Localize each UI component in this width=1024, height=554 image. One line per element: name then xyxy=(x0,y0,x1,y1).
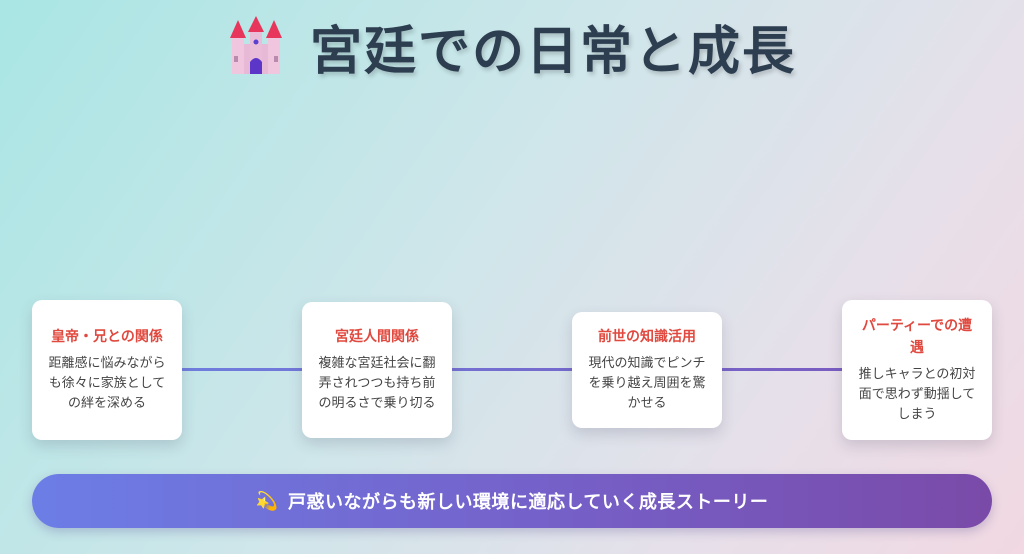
header: 宮廷での日常と成長 xyxy=(0,10,1024,82)
card-description: 複雑な宮廷社会に翻弄されつつも持ち前の明るさで乗り切る xyxy=(318,356,436,411)
banner-text: 戸惑いながらも新しい環境に適応していく成長ストーリー xyxy=(287,492,769,513)
card-knowledge: 前世の知識活用 現代の知識でピンチを乗り越え周囲を驚かせる xyxy=(572,312,722,428)
page-title: 宮廷での日常と成長 xyxy=(309,21,796,82)
dizzy-icon: 💫 xyxy=(255,490,278,512)
card-description: 距離感に悩みながらも徐々に家族としての絆を深める xyxy=(48,356,166,411)
card-title: 前世の知識活用 xyxy=(598,329,696,345)
summary-banner: 💫 戸惑いながらも新しい環境に適応していく成長ストーリー xyxy=(32,474,992,528)
card-title: 皇帝・兄との関係 xyxy=(51,329,163,345)
timeline-connector xyxy=(150,368,870,371)
card-title: 宮廷人間関係 xyxy=(335,329,419,345)
card-party: パーティーでの遭遇 推しキャラとの初対面で思わず動揺してしまう xyxy=(842,300,992,440)
card-description: 推しキャラとの初対面で思わず動揺してしまう xyxy=(858,367,976,422)
card-court: 宮廷人間関係 複雑な宮廷社会に翻弄されつつも持ち前の明るさで乗り切る xyxy=(302,302,452,438)
card-family: 皇帝・兄との関係 距離感に悩みながらも徐々に家族としての絆を深める xyxy=(32,300,182,440)
card-title: パーティーでの遭遇 xyxy=(861,318,973,356)
card-description: 現代の知識でピンチを乗り越え周囲を驚かせる xyxy=(588,356,706,411)
castle-icon xyxy=(229,16,282,74)
